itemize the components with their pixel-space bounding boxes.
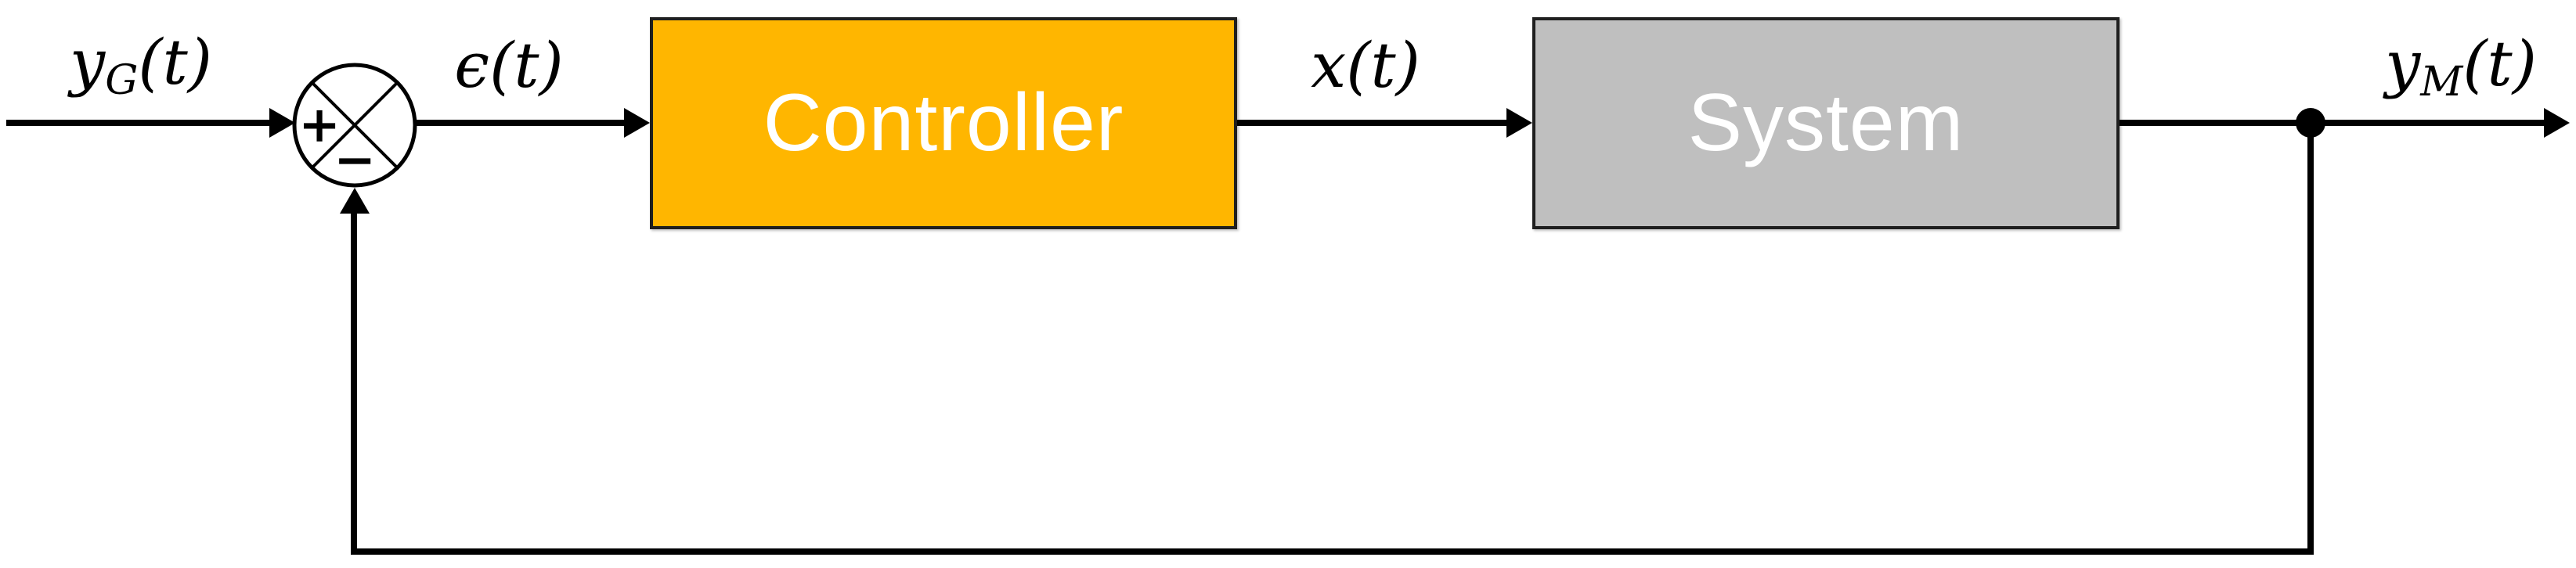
output-base: y — [2385, 27, 2421, 100]
error-suffix: (t) — [489, 29, 564, 102]
arrowhead-into-system — [1506, 108, 1532, 138]
output-suffix: (t) — [2462, 27, 2537, 100]
output-signal-label: yM(t) — [2355, 33, 2567, 103]
summing-junction-plus-sign: + — [288, 94, 351, 156]
controller-block-label: Controller — [763, 77, 1124, 168]
system-block-label: System — [1687, 77, 1964, 168]
controller-block: Controller — [650, 17, 1237, 229]
control-suffix: (t) — [1346, 29, 1420, 102]
minus-sign-text: − — [334, 131, 376, 189]
reference-suffix: (t) — [138, 26, 212, 99]
plus-sign-text: + — [298, 95, 341, 154]
error-signal-label: ϵ(t) — [431, 34, 587, 97]
summing-junction-minus-sign: − — [323, 129, 386, 192]
system-block: System — [1532, 17, 2120, 229]
control-signal-label: x(t) — [1287, 34, 1444, 97]
arrowhead-into-sum — [269, 108, 295, 138]
summing-junction-diagonal-2 — [311, 81, 399, 169]
control-base: x — [1311, 29, 1347, 102]
arrowhead-output — [2544, 108, 2570, 138]
arrowhead-feedback-into-sum — [340, 188, 370, 214]
error-base: ϵ — [454, 29, 490, 102]
arrowhead-into-controller — [624, 108, 650, 138]
wire-feedback — [351, 123, 2314, 555]
reference-base: y — [70, 26, 106, 99]
reference-subscript: G — [105, 56, 139, 105]
reference-signal-label: yG(t) — [31, 31, 251, 102]
output-subscript: M — [2420, 58, 2463, 106]
